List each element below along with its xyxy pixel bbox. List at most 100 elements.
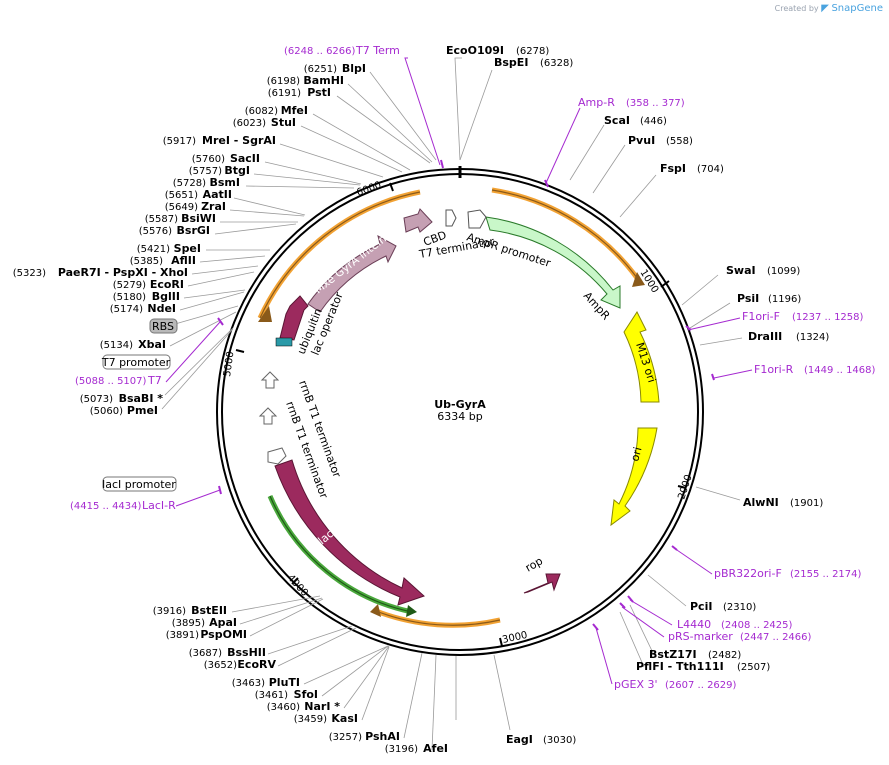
site-bamhi-pos: (6198) bbox=[267, 76, 300, 87]
primer-leaders bbox=[165, 57, 753, 685]
primer-prs-marker[interactable]: pRS-marker bbox=[668, 630, 733, 643]
snapgene-logo-icon: ◤ bbox=[821, 3, 829, 14]
site-bspei[interactable]: BspEI bbox=[494, 56, 528, 69]
rop-feature[interactable] bbox=[523, 573, 561, 594]
site-afei-pos: (3196) bbox=[385, 744, 418, 755]
ampr-feature[interactable] bbox=[485, 216, 621, 309]
site-ecorv[interactable]: EcoRV bbox=[237, 658, 276, 671]
cbd-feature[interactable] bbox=[403, 208, 433, 233]
site-bsrgi[interactable]: BsrGI bbox=[177, 224, 210, 237]
site-mrei[interactable]: MreI - SgrAI bbox=[202, 134, 276, 147]
site-pmei[interactable]: PmeI bbox=[127, 404, 158, 417]
site-zrai[interactable]: ZraI bbox=[201, 200, 226, 213]
primer-l4440[interactable]: L4440 bbox=[677, 618, 711, 631]
site-paer7i[interactable]: PaeR7I - PspXI - XhoI bbox=[58, 266, 188, 279]
site-btgi[interactable]: BtgI bbox=[224, 164, 250, 177]
site-apai[interactable]: ApaI bbox=[209, 616, 237, 629]
primer-f1ori-f[interactable]: F1ori-F bbox=[742, 310, 780, 323]
primer-pgex3-range: (2607 .. 2629) bbox=[665, 680, 737, 691]
laci-promoter-arrow bbox=[267, 447, 287, 465]
site-pcii[interactable]: PciI bbox=[690, 600, 712, 613]
primer-laci-r[interactable]: LacI-R bbox=[142, 499, 176, 512]
site-sacii-pos: (5760) bbox=[192, 154, 225, 165]
boxed-labels: RBS T7 promoter lacI promoter bbox=[101, 318, 178, 492]
site-aatii-pos: (5651) bbox=[165, 190, 198, 201]
site-xbai[interactable]: XbaI bbox=[138, 338, 166, 351]
primer-pbr322ori-f-range: (2155 .. 2174) bbox=[790, 569, 862, 580]
site-alwni[interactable]: AlwNI bbox=[743, 496, 779, 509]
site-bsmi[interactable]: BsmI bbox=[210, 176, 241, 189]
site-bglii-pos: (5180) bbox=[113, 292, 146, 303]
site-bstz17i[interactable]: BstZ17I bbox=[649, 648, 697, 661]
site-nari[interactable]: NarI * bbox=[304, 700, 340, 713]
site-sfoi-pos: (3461) bbox=[255, 690, 288, 701]
site-spei-pos: (5421) bbox=[137, 244, 170, 255]
site-psii[interactable]: PsiI bbox=[737, 292, 759, 305]
sites-bottom: BstEII (3916) ApaI (3895) PspOMI (3891) … bbox=[153, 604, 448, 755]
site-mrei-pos: (5917) bbox=[163, 136, 196, 147]
site-ndei[interactable]: NdeI bbox=[147, 302, 176, 315]
mxe-gyra-intein-feature[interactable] bbox=[307, 235, 397, 313]
site-pvui[interactable]: PvuI bbox=[628, 134, 655, 147]
site-bsshii[interactable]: BssHII bbox=[227, 646, 266, 659]
site-sfoi[interactable]: SfoI bbox=[294, 688, 318, 701]
site-pcii-pos: (2310) bbox=[723, 602, 756, 613]
site-eagi[interactable]: EagI bbox=[506, 733, 533, 746]
ubiquitin-feature[interactable] bbox=[279, 295, 309, 341]
site-bamhi[interactable]: BamHI bbox=[303, 74, 344, 87]
site-bstz17i-pos: (2482) bbox=[708, 650, 741, 661]
site-kasi[interactable]: KasI bbox=[331, 712, 358, 725]
site-draiii[interactable]: DraIII bbox=[748, 330, 782, 343]
laci-promoter-label[interactable]: lacI promoter bbox=[102, 478, 176, 491]
site-bsabi[interactable]: BsaBI * bbox=[119, 392, 164, 405]
primer-ampr[interactable]: Amp-R bbox=[578, 96, 615, 109]
primer-f1ori-r[interactable]: F1ori-R bbox=[754, 363, 794, 376]
primer-pgex3[interactable]: pGEX 3' bbox=[614, 678, 658, 691]
primer-labels: (6248 .. 6266) T7 Term Amp-R (358 .. 377… bbox=[70, 44, 876, 691]
site-bsteii-pos: (3916) bbox=[153, 606, 186, 617]
site-bsteii[interactable]: BstEII bbox=[191, 604, 227, 617]
site-aflii[interactable]: AflII bbox=[171, 254, 196, 267]
rbs-label[interactable]: RBS bbox=[152, 320, 174, 333]
site-pflfi[interactable]: PflFI - Tth111I bbox=[636, 660, 724, 673]
primer-l4440-range: (2408 .. 2425) bbox=[721, 620, 793, 631]
primer-t7[interactable]: T7 bbox=[147, 374, 162, 387]
site-bglii[interactable]: BglII bbox=[152, 290, 180, 303]
rop-label: rop bbox=[523, 554, 545, 574]
site-aatii[interactable]: AatII bbox=[203, 188, 232, 201]
site-swai[interactable]: SwaI bbox=[726, 264, 756, 277]
site-blpi[interactable]: BlpI bbox=[342, 62, 366, 75]
site-ecori[interactable]: EcoRI bbox=[150, 278, 184, 291]
site-ndei-pos: (5174) bbox=[110, 304, 143, 315]
t7-terminator-arrow bbox=[445, 209, 457, 227]
site-ecoo109i[interactable]: EcoO109I bbox=[446, 44, 504, 57]
site-fspi[interactable]: FspI bbox=[660, 162, 686, 175]
site-pspomi-pos: (3891) bbox=[166, 630, 199, 641]
site-stui[interactable]: StuI bbox=[271, 116, 296, 129]
site-scai[interactable]: ScaI bbox=[604, 114, 630, 127]
site-sacii[interactable]: SacII bbox=[230, 152, 260, 165]
site-fspi-pos: (704) bbox=[697, 164, 724, 175]
rrnb-terminator-2 bbox=[258, 407, 278, 425]
leader-lines-bottom bbox=[231, 595, 457, 751]
laci-feature[interactable] bbox=[274, 459, 425, 606]
site-afei[interactable]: AfeI bbox=[423, 742, 448, 755]
site-mfei[interactable]: MfeI bbox=[281, 104, 308, 117]
site-spei[interactable]: SpeI bbox=[174, 242, 201, 255]
plasmid-size: 6334 bp bbox=[437, 410, 482, 423]
ori-feature[interactable] bbox=[610, 427, 658, 527]
site-ecoo109i-pos: (6278) bbox=[516, 46, 549, 57]
site-bsiwi[interactable]: BsiWI bbox=[181, 212, 216, 225]
site-psti[interactable]: PstI bbox=[307, 86, 331, 99]
primer-pbr322ori-f[interactable]: pBR322ori-F bbox=[714, 567, 782, 580]
site-pspomi[interactable]: PspOMI bbox=[200, 628, 247, 641]
t7-promoter-label[interactable]: T7 promoter bbox=[101, 356, 171, 369]
site-bsiwi-pos: (5587) bbox=[145, 214, 178, 225]
site-pluti[interactable]: PluTI bbox=[269, 676, 300, 689]
site-pshai[interactable]: PshAI bbox=[365, 730, 400, 743]
primer-t7term[interactable]: T7 Term bbox=[355, 44, 400, 57]
site-alwni-pos: (1901) bbox=[790, 498, 823, 509]
site-paer7i-pos: (5323) bbox=[13, 268, 46, 279]
m13-ori-feature[interactable] bbox=[623, 310, 660, 403]
site-bsshii-pos: (3687) bbox=[189, 648, 222, 659]
